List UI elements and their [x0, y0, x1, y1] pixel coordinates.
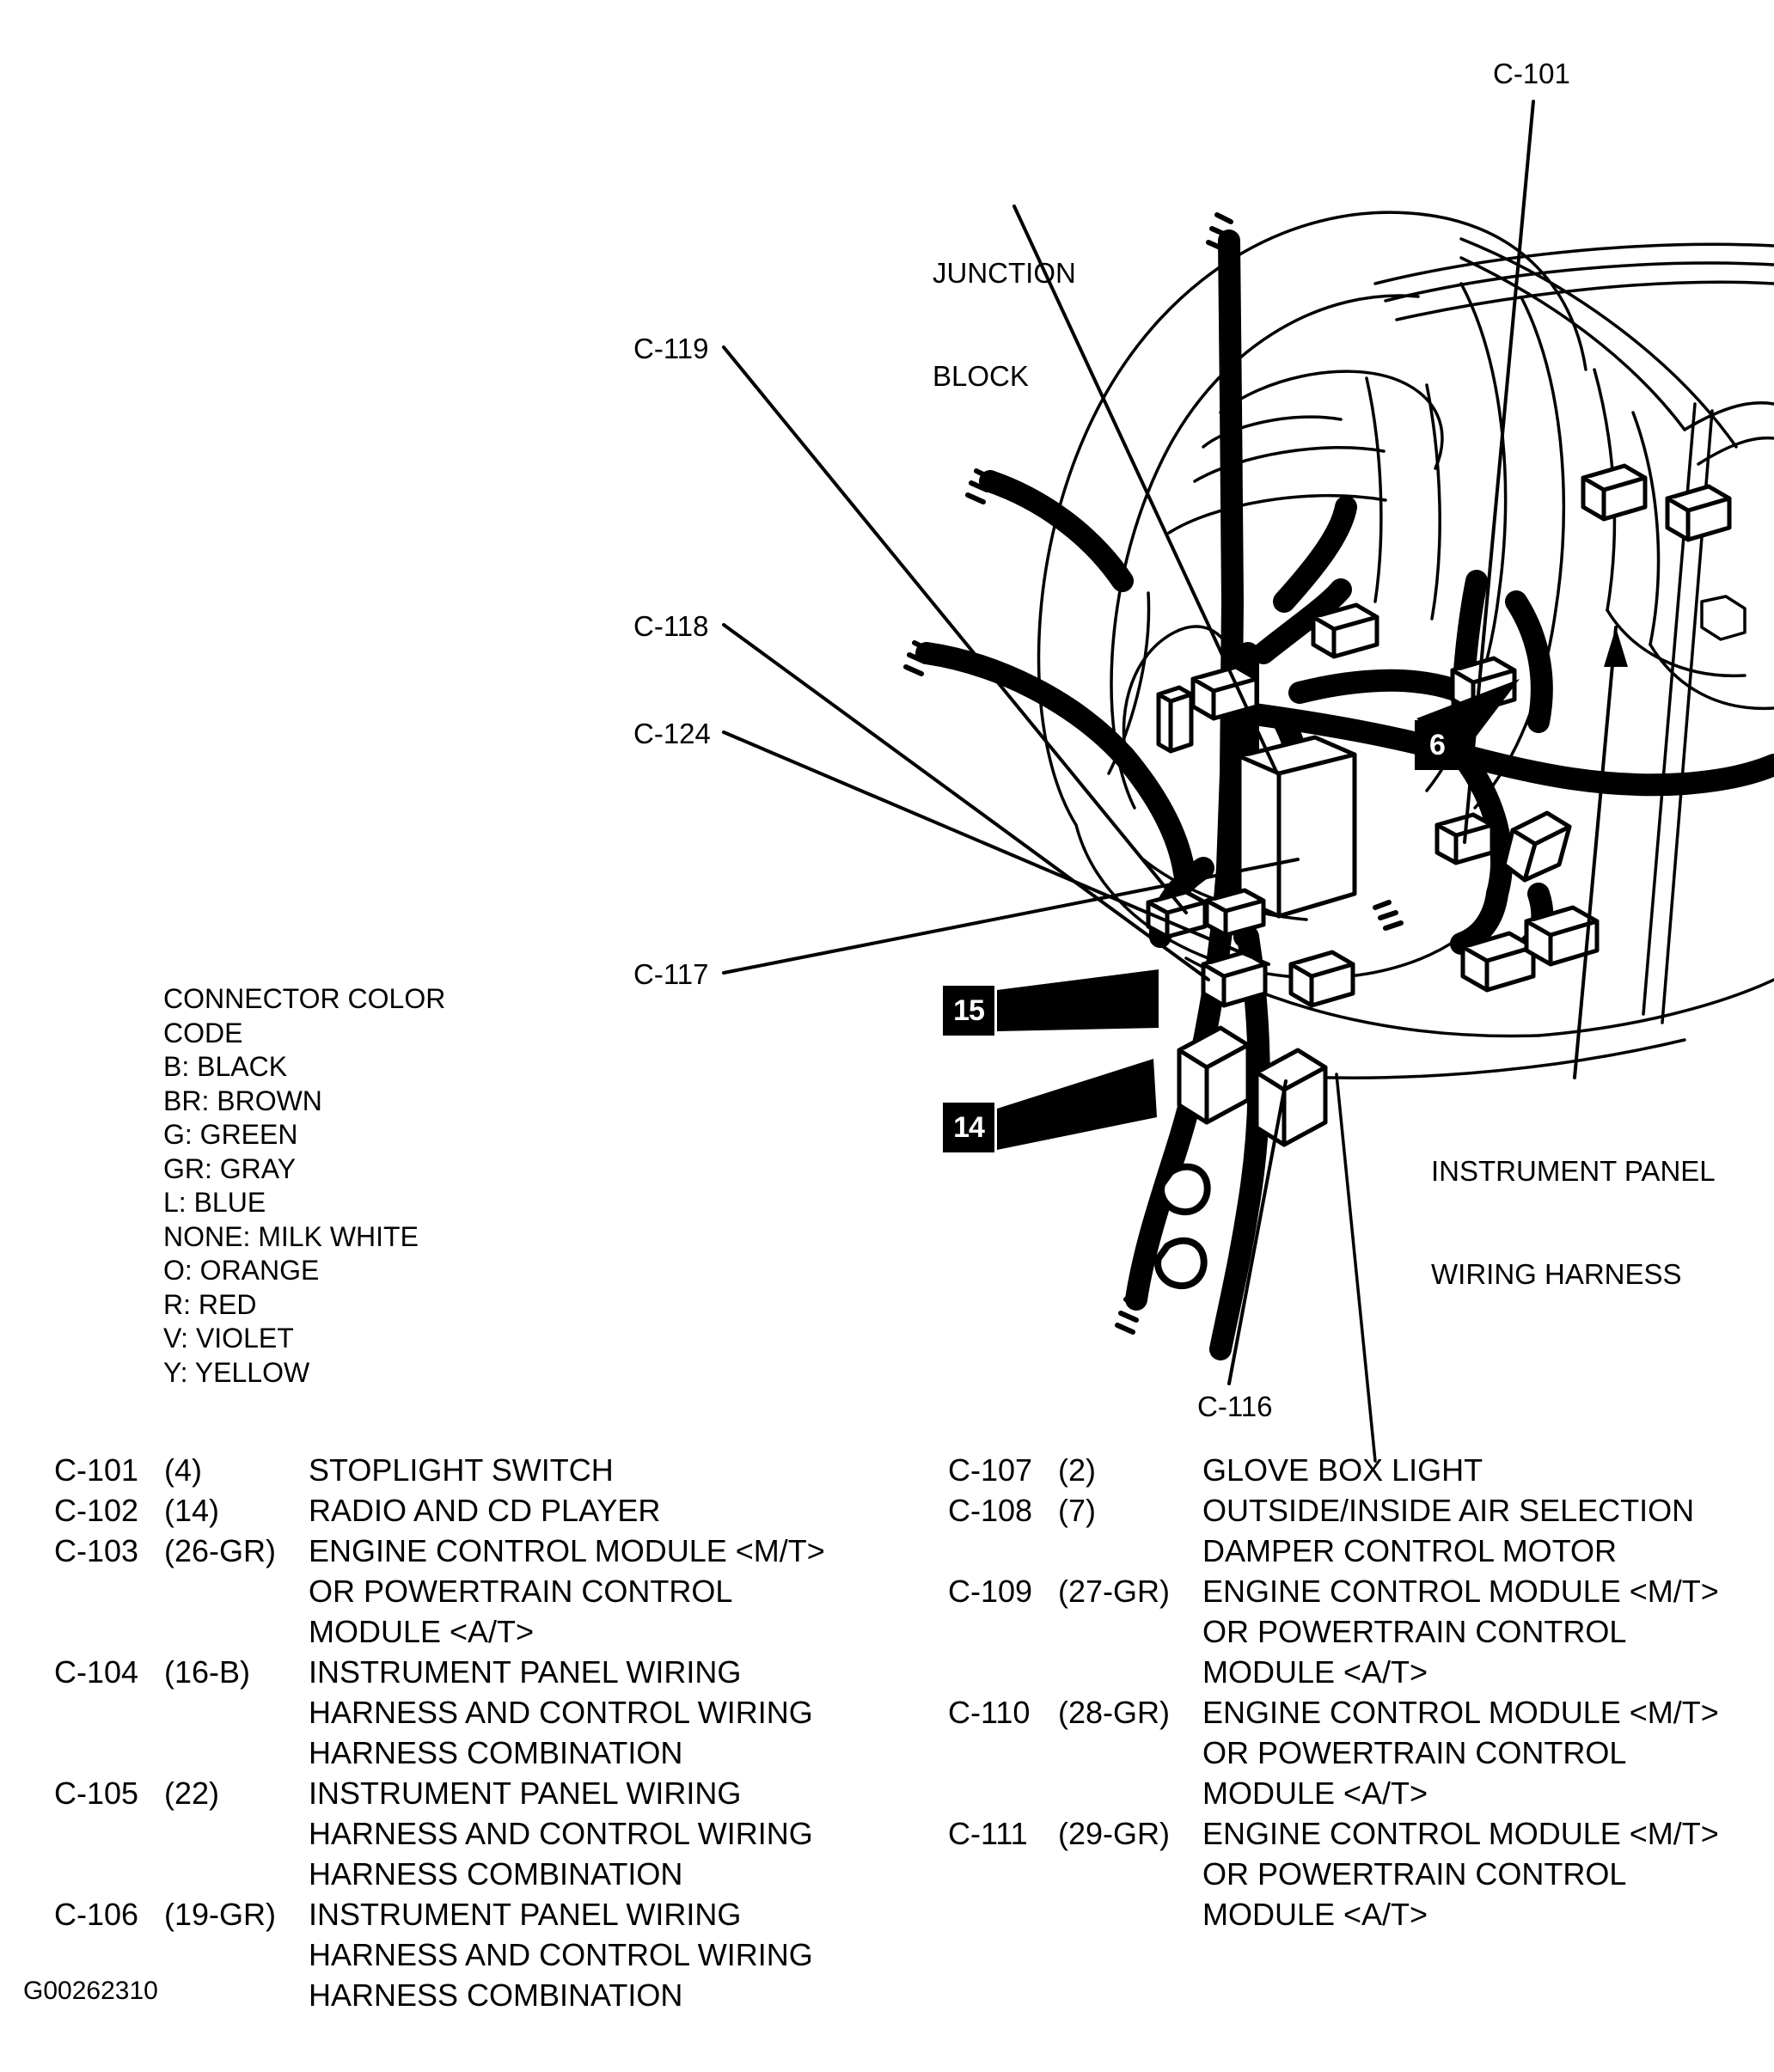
connector-description-cont: OR POWERTRAIN CONTROL: [1202, 1856, 1627, 1892]
connector-pin-count: (28-GR): [1058, 1695, 1171, 1730]
connector-description: ENGINE CONTROL MODULE <M/T>: [1202, 1574, 1719, 1609]
connector-pin-count: (2): [1058, 1452, 1096, 1488]
callout-c-116: C-116: [1197, 1391, 1273, 1422]
connector-list-left-column: C-101 (4) STOPLIGHT SWITCH C-102 (14) RA…: [54, 1450, 825, 2015]
color-code-entry: Y: YELLOW: [163, 1356, 310, 1388]
color-code-title-line1: CONNECTOR COLOR: [163, 983, 446, 1014]
callout-instrument-panel-wiring-harness: INSTRUMENT PANEL WIRING HARNESS: [1431, 1085, 1716, 1326]
connector-pin-count: (19-GR): [164, 1897, 277, 1932]
connector-description: INSTRUMENT PANEL WIRING: [309, 1776, 742, 1811]
connector-list-row: C-103 (26-GR) ENGINE CONTROL MODULE <M/T…: [54, 1531, 825, 1571]
connector-description-cont: HARNESS COMBINATION: [309, 1856, 683, 1892]
connector-pin-count: (29-GR): [1058, 1816, 1171, 1851]
connector-id: C-104: [54, 1654, 139, 1690]
callout-junction-block: JUNCTION BLOCK: [933, 187, 1076, 428]
color-code-entry: V: VIOLET: [163, 1323, 294, 1354]
connector-description: INSTRUMENT PANEL WIRING: [309, 1654, 742, 1690]
connector-description: RADIO AND CD PLAYER: [309, 1493, 661, 1528]
connector-description-cont: MODULE <A/T>: [1202, 1897, 1428, 1932]
connector-list-row: C-109 (27-GR) ENGINE CONTROL MODULE <M/T…: [948, 1571, 1719, 1611]
connector-id: C-106: [54, 1897, 139, 1932]
connector-pin-count: (4): [164, 1452, 202, 1488]
connector-list-row: C-105 (22) INSTRUMENT PANEL WIRING: [54, 1773, 825, 1813]
connector-id: C-102: [54, 1493, 139, 1528]
connector-description-cont: DAMPER CONTROL MOTOR: [1202, 1533, 1618, 1568]
color-code-title-line2: CODE: [163, 1017, 243, 1048]
badge-14: 14: [943, 1103, 994, 1152]
callout-c-124: C-124: [633, 718, 711, 749]
connector-list-row: C-106 (19-GR) INSTRUMENT PANEL WIRING: [54, 1894, 825, 1934]
connector-description-cont: OR POWERTRAIN CONTROL: [1202, 1735, 1627, 1770]
connector-list-row: C-111 (29-GR) ENGINE CONTROL MODULE <M/T…: [948, 1813, 1719, 1854]
connector-id: C-108: [948, 1493, 1033, 1528]
connector-list-right-column: C-107 (2) GLOVE BOX LIGHT C-108 (7) OUTS…: [948, 1450, 1719, 1934]
connector-id: C-103: [54, 1533, 139, 1568]
connector-description-cont: MODULE <A/T>: [1202, 1654, 1428, 1690]
color-code-entry: L: BLUE: [163, 1187, 266, 1218]
callout-iph-line1: INSTRUMENT PANEL: [1431, 1155, 1716, 1187]
callout-c-101: C-101: [1493, 58, 1570, 89]
callout-junction-block-line1: JUNCTION: [933, 257, 1076, 289]
connector-pin-count: (7): [1058, 1493, 1096, 1528]
connector-id: C-109: [948, 1574, 1033, 1609]
connector-id: C-111: [948, 1816, 1028, 1851]
callout-iph-line2: WIRING HARNESS: [1431, 1258, 1682, 1290]
badge-6: 6: [1415, 720, 1459, 770]
connector-list-row: C-104 (16-B) INSTRUMENT PANEL WIRING: [54, 1652, 825, 1692]
connector-pin-count: (14): [164, 1493, 220, 1528]
connector-pin-count: (26-GR): [164, 1533, 277, 1568]
color-code-entry: G: GREEN: [163, 1119, 298, 1150]
connector-description-cont: OR POWERTRAIN CONTROL: [309, 1574, 733, 1609]
connector-pin-count: (22): [164, 1776, 220, 1811]
connector-list-row: C-108 (7) OUTSIDE/INSIDE AIR SELECTION: [948, 1490, 1719, 1531]
connector-description-cont: OR POWERTRAIN CONTROL: [1202, 1614, 1627, 1649]
connector-description: ENGINE CONTROL MODULE <M/T>: [1202, 1695, 1719, 1730]
connector-description-cont: HARNESS AND CONTROL WIRING: [309, 1937, 813, 1972]
connector-id: C-110: [948, 1695, 1031, 1730]
connector-id: C-107: [948, 1452, 1033, 1488]
connector-pin-count: (27-GR): [1058, 1574, 1171, 1609]
document-code: G00262310: [23, 1977, 158, 2005]
connector-list-row: C-102 (14) RADIO AND CD PLAYER: [54, 1490, 825, 1531]
connector-list-row: C-101 (4) STOPLIGHT SWITCH: [54, 1450, 825, 1490]
connector-description-cont: HARNESS COMBINATION: [309, 1977, 683, 2013]
color-code-entry: O: ORANGE: [163, 1255, 320, 1286]
connector-description-cont: HARNESS AND CONTROL WIRING: [309, 1695, 813, 1730]
connector-description: STOPLIGHT SWITCH: [309, 1452, 614, 1488]
color-code-entry: NONE: MILK WHITE: [163, 1220, 419, 1252]
connector-pin-count: (16-B): [164, 1654, 251, 1690]
callout-c-119: C-119: [633, 333, 709, 364]
connector-description-cont: HARNESS AND CONTROL WIRING: [309, 1816, 813, 1851]
color-code-entry: R: RED: [163, 1288, 257, 1320]
callout-c-118: C-118: [633, 610, 709, 642]
color-code-entry: GR: GRAY: [163, 1152, 297, 1184]
connector-id: C-101: [54, 1452, 139, 1488]
connector-description: GLOVE BOX LIGHT: [1202, 1452, 1483, 1488]
connector-description-cont: MODULE <A/T>: [309, 1614, 535, 1649]
color-code-entry: B: BLACK: [163, 1051, 288, 1082]
callout-c-117: C-117: [633, 958, 709, 990]
connector-description-cont: HARNESS COMBINATION: [309, 1735, 683, 1770]
connector-id: C-105: [54, 1776, 139, 1811]
color-code-entry: BR: BROWN: [163, 1085, 322, 1116]
connector-list-row: C-110 (28-GR) ENGINE CONTROL MODULE <M/T…: [948, 1692, 1719, 1733]
connector-description: ENGINE CONTROL MODULE <M/T>: [309, 1533, 825, 1568]
connector-description: ENGINE CONTROL MODULE <M/T>: [1202, 1816, 1719, 1851]
connector-list-row: C-107 (2) GLOVE BOX LIGHT: [948, 1450, 1719, 1490]
connector-description: INSTRUMENT PANEL WIRING: [309, 1897, 742, 1932]
connector-description: OUTSIDE/INSIDE AIR SELECTION: [1202, 1493, 1695, 1528]
connector-description-cont: MODULE <A/T>: [1202, 1776, 1428, 1811]
connector-color-code-legend: CONNECTOR COLOR CODE B: BLACK BR: BROWN …: [163, 982, 445, 1390]
badge-15: 15: [943, 986, 994, 1036]
callout-junction-block-line2: BLOCK: [933, 360, 1029, 392]
